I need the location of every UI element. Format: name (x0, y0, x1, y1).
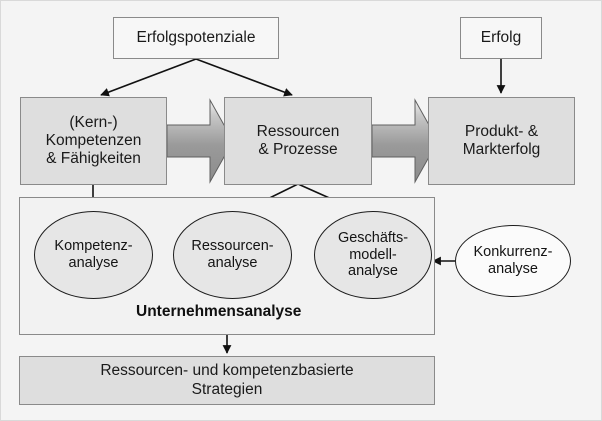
ellipse-kompetenzanalyse[interactable]: Kompetenz- analyse (34, 211, 153, 299)
box-kern-kompetenzen-faehigkeiten[interactable]: (Kern-) Kompetenzen & Fähigkeiten (20, 97, 167, 185)
box-ressourcen-prozesse[interactable]: Ressourcen & Prozesse (224, 97, 372, 185)
box-produkt-markterfolg[interactable]: Produkt- & Markterfolg (428, 97, 575, 185)
ellipse-geschaeftsmodellanalyse[interactable]: Geschäfts- modell- analyse (314, 211, 432, 299)
box-erfolg[interactable]: Erfolg (460, 17, 542, 59)
box-ressourcen-kompetenzbasierte-strategien[interactable]: Ressourcen- und kompetenzbasierte Strate… (19, 356, 435, 405)
ellipse-konkurrenzanalyse[interactable]: Konkurrenz- analyse (455, 225, 571, 297)
block-arrow-ressourcen-to-produkt (371, 98, 439, 184)
block-arrow-kompetenzen-to-ressourcen (166, 98, 234, 184)
ellipse-ressourcenanalyse[interactable]: Ressourcen- analyse (173, 211, 292, 299)
label-unternehmensanalyse: Unternehmensanalyse (136, 303, 302, 320)
box-erfolgspotenziale[interactable]: Erfolgspotenziale (113, 17, 279, 59)
arrow-erfolgspotenziale-to-ressourcen (195, 58, 293, 97)
arrow-erfolgspotenziale-to-kompetenzen (100, 58, 197, 97)
